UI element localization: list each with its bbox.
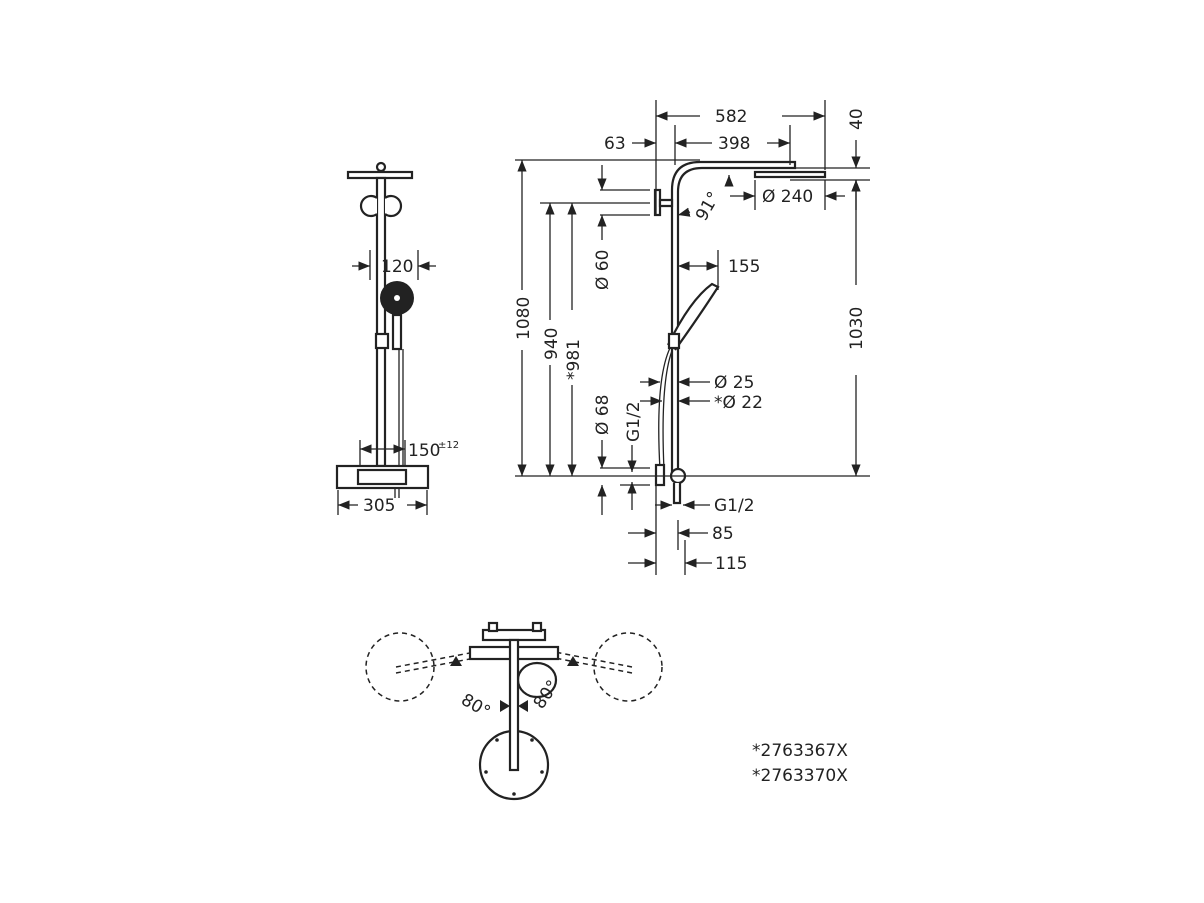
article-note-1: *2763367X (752, 741, 848, 761)
angle-80-left: 80° (458, 690, 494, 722)
dim-1030: 1030 (847, 307, 867, 350)
shower-pole (375, 176, 387, 468)
dim-thread-bottom: G1/2 (714, 496, 755, 516)
hand-shower (667, 282, 720, 351)
dim-582: 582 (715, 107, 747, 127)
dim-150-tolerance: ±12 (438, 440, 459, 451)
dim-398: 398 (718, 134, 750, 154)
hose (658, 347, 674, 471)
rain-shower-head (753, 170, 827, 179)
shower-arm (508, 638, 520, 772)
dim-dia-68: Ø 68 (593, 395, 613, 435)
side-view: 582 398 63 40 1030 Ø 240 91° Ø 60 155 10… (514, 100, 870, 575)
dim-dia-60: Ø 60 (593, 250, 613, 290)
dim-305: 305 (363, 496, 395, 516)
dim-981: *981 (564, 339, 584, 380)
dim-85: 85 (712, 524, 734, 544)
front-view: 120 150 ±12 305 (335, 161, 459, 516)
dim-63: 63 (604, 134, 626, 154)
dim-115: 115 (715, 554, 747, 574)
dim-40: 40 (847, 108, 867, 130)
head-joint (375, 161, 387, 173)
dim-dia-25: Ø 25 (714, 373, 754, 393)
dim-940: 940 (542, 328, 562, 360)
dim-dia-22: *Ø 22 (714, 393, 763, 413)
swing-range-left (365, 632, 435, 702)
shower-arm-pole (670, 160, 797, 476)
dim-120: 120 (381, 257, 413, 277)
dim-155: 155 (728, 257, 760, 277)
slider (374, 332, 390, 350)
dim-angle-91: 91° (692, 188, 724, 224)
dim-dia-240: Ø 240 (762, 187, 813, 207)
top-view: 80° 80° (365, 621, 663, 801)
swing-range-right (593, 632, 663, 702)
wall-bracket (359, 194, 378, 218)
article-note-2: *2763370X (752, 766, 848, 786)
dim-1080: 1080 (514, 297, 534, 340)
dim-thread-top: G1/2 (624, 401, 644, 442)
dim-150: 150 (408, 441, 440, 461)
mixer-body (654, 463, 666, 487)
